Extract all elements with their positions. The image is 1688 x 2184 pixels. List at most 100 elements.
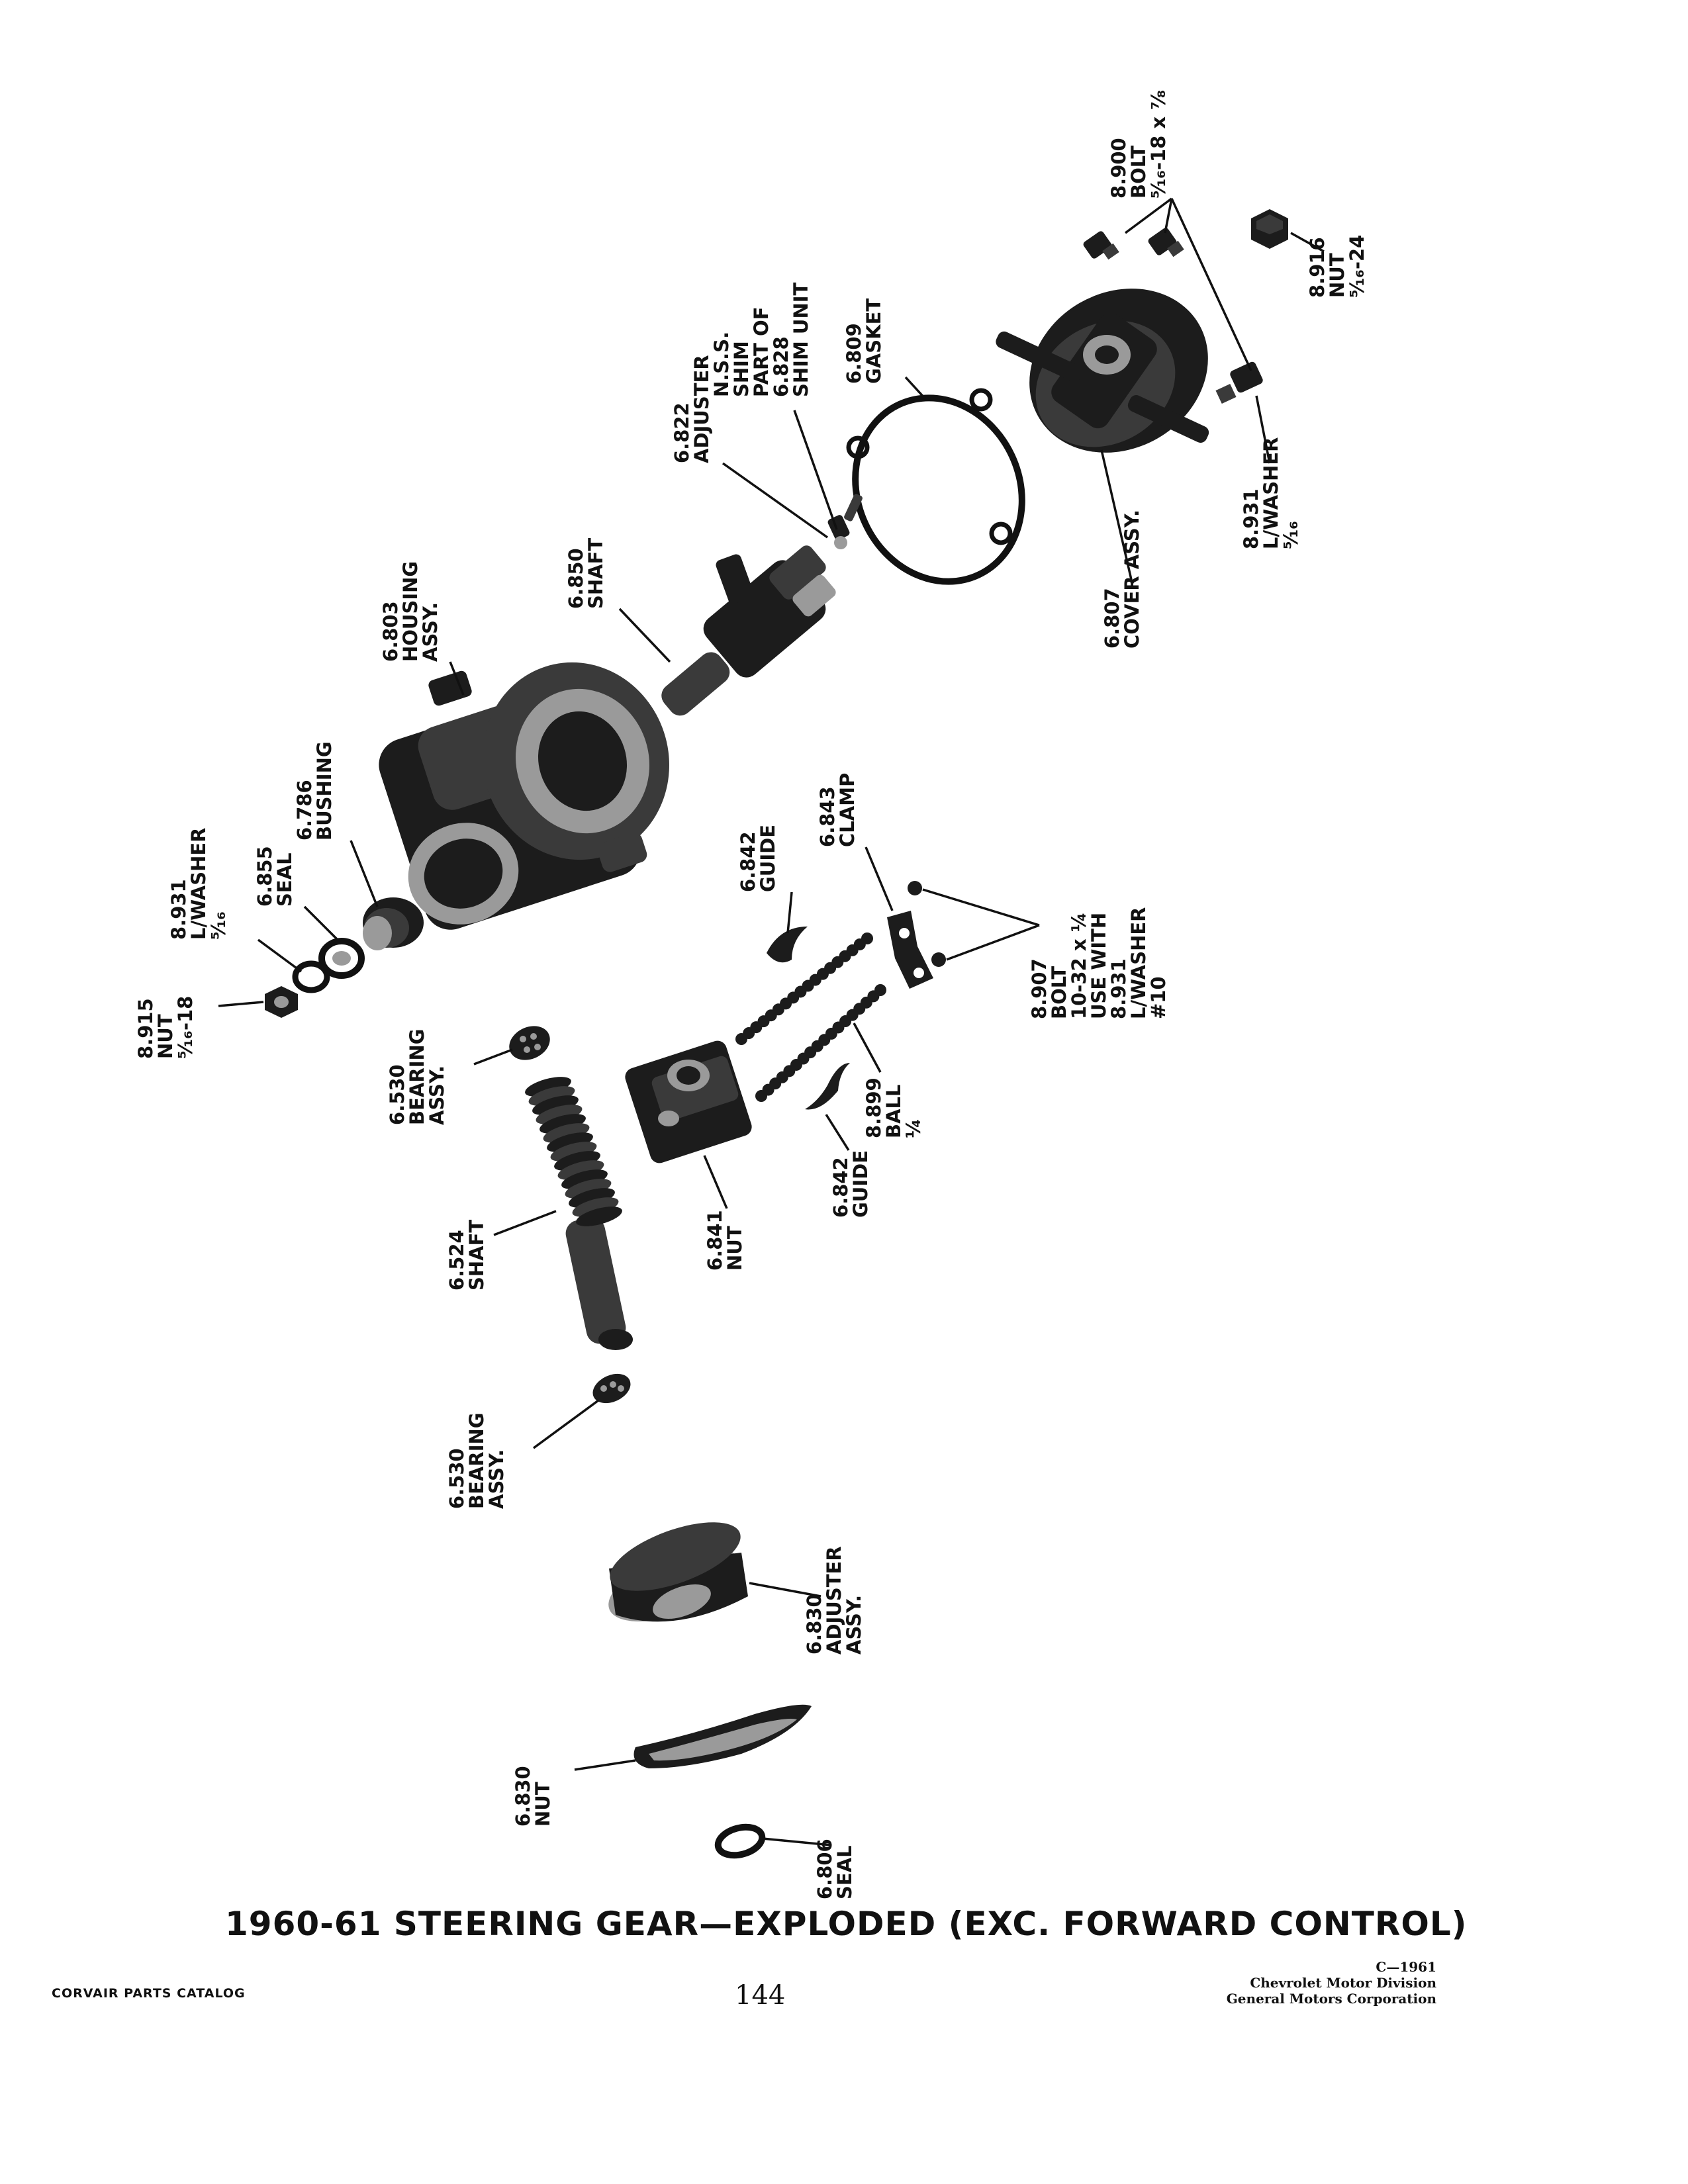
callout-line: ⁵⁄₁₆-18 x ⁷⁄₈	[1147, 90, 1170, 199]
callout-line: 6.530	[386, 1064, 408, 1125]
callout-line: 8.907	[1028, 958, 1051, 1019]
callout-ball-8-899: 8.899BALL¼	[863, 1077, 925, 1138]
callout-shaft-6-850: 6.850SHAFT	[565, 538, 607, 609]
callout-line: GASKET	[863, 298, 885, 384]
callout-line: ADJUSTER	[823, 1546, 845, 1655]
callout-line: #10	[1147, 976, 1170, 1019]
callout-line: 8.931	[1107, 958, 1130, 1019]
callout-line: SHAFT	[465, 1220, 488, 1291]
callout-line: SHIM UNIT	[790, 282, 812, 397]
callout-line: 6.806	[814, 1839, 836, 1899]
callout-line: 6.803	[379, 601, 402, 662]
callout-line: BOLT	[1048, 966, 1070, 1019]
callout-nut-8-915: 8.915NUT⁵⁄₁₆-18	[134, 996, 197, 1059]
callout-cover-6-807: 6.807COVER ASSY.	[1101, 510, 1143, 649]
adjuster-6822-part	[827, 494, 863, 549]
guide-6842-top-part	[767, 927, 808, 963]
callout-line: ⁵⁄₁₆-24	[1346, 235, 1368, 298]
callout-nut-6-830: 6.830NUT	[512, 1766, 554, 1827]
callout-line: 8.915	[134, 998, 157, 1059]
callout-line: SHIM	[730, 341, 753, 397]
callout-line: SHAFT	[585, 538, 607, 609]
callout-gasket-6-809: 6.809GASKET	[843, 298, 885, 384]
bearing-6530-bottom-part	[592, 1373, 631, 1404]
callout-line: N.S.S.	[710, 332, 733, 397]
cover-6807-part	[996, 289, 1209, 453]
callout-line: USE WITH	[1088, 913, 1110, 1019]
ball-bearing	[874, 984, 886, 996]
page-number: 144	[735, 1980, 786, 2011]
callout-line: HOUSING	[399, 561, 422, 662]
callout-line: 8.916	[1306, 237, 1329, 298]
worm-groove	[554, 1151, 600, 1171]
callout-line: 8.900	[1107, 138, 1130, 199]
callout-line: 6.830	[803, 1594, 825, 1655]
callout-line: PART OF	[750, 307, 773, 397]
callouts: 8.900BOLT⁵⁄₁₆-18 x ⁷⁄₈8.916NUT⁵⁄₁₆-246.8…	[134, 90, 1368, 1899]
callout-bolt-8-907: 8.907BOLT10-32 x ¼USE WITH8.931L/WASHER#…	[1028, 907, 1170, 1020]
callout-line: ¼	[902, 1118, 925, 1138]
seal-6806-part	[714, 1823, 766, 1859]
balls-8899-part	[735, 933, 886, 1102]
worm-groove	[550, 1142, 597, 1161]
worm-groove	[547, 1132, 593, 1152]
callout-nut-8-916: 8.916NUT⁵⁄₁₆-24	[1306, 235, 1368, 298]
callout-line: GUIDE	[757, 825, 779, 892]
callout-line: 6.842	[829, 1157, 852, 1218]
callout-line: NUT	[724, 1226, 746, 1271]
callout-seal-6-806: 6.806SEAL	[814, 1839, 856, 1899]
callout-line: 6.828	[770, 336, 792, 397]
callout-line: 6.850	[565, 548, 587, 609]
worm-groove	[532, 1095, 579, 1115]
copyright-year: C—1961	[1376, 1959, 1436, 1975]
callout-line: ASSY.	[419, 602, 442, 662]
callout-line: ASSY.	[426, 1066, 448, 1125]
exploded-diagram: 8.900BOLT⁵⁄₁₆-18 x ⁷⁄₈8.916NUT⁵⁄₁₆-246.8…	[134, 90, 1368, 1899]
callout-line: 6.855	[254, 846, 276, 907]
callout-bearing-6-530-top: 6.530BEARINGASSY.	[386, 1028, 448, 1125]
shaft-6524-part	[525, 1077, 633, 1350]
worm-groove	[557, 1160, 604, 1180]
housing-6803-part	[379, 662, 669, 930]
callout-line: 6.524	[445, 1230, 468, 1291]
division-name: Chevrolet Motor Division	[1250, 1975, 1436, 1991]
bushing-6786-part	[363, 897, 424, 950]
callout-line: ASSY.	[843, 1595, 865, 1655]
callout-adjuster-6-822: 6.822ADJUSTER	[671, 355, 713, 463]
callout-line: GUIDE	[849, 1150, 872, 1218]
callout-guide-6-842-bottom: 6.842GUIDE	[829, 1150, 872, 1218]
worm-groove	[528, 1086, 575, 1106]
worm-groove	[536, 1105, 583, 1124]
callout-seal-6-855: 6.855SEAL	[254, 846, 296, 907]
shaft-6850-part	[661, 545, 836, 716]
callout-line: ⁵⁄₁₆	[1280, 521, 1302, 549]
nut-8915-part	[265, 986, 298, 1018]
callout-housing-6-803: 6.803HOUSINGASSY.	[379, 561, 442, 662]
callout-line: 6.807	[1101, 588, 1123, 649]
callout-line: BOLT	[1127, 146, 1150, 199]
callout-line: 6.830	[512, 1766, 534, 1827]
callout-clamp-6-843: 6.843CLAMP	[816, 773, 859, 847]
callout-line: NUT	[1326, 253, 1348, 298]
callout-line: NUT	[154, 1014, 177, 1059]
seal-6855-part	[318, 938, 365, 979]
callout-line: BEARING	[406, 1028, 428, 1125]
callout-adjuster-6-830: 6.830ADJUSTERASSY.	[803, 1546, 865, 1655]
worm-groove	[569, 1188, 615, 1208]
corporation-name: General Motors Corporation	[1226, 1991, 1436, 2007]
callout-lwasher-8-931-left: 8.931L/WASHER⁵⁄₁₆	[167, 828, 230, 940]
callout-shaft-6-524: 6.524SHAFT	[445, 1220, 488, 1291]
nut-6841-part	[625, 1040, 752, 1163]
guide-6842-bottom-part	[805, 1063, 850, 1110]
callout-line: 6.842	[737, 831, 759, 892]
callout-line: BEARING	[465, 1412, 488, 1509]
bearing-6530-top-part	[509, 1026, 550, 1060]
callout-nut-6-841: 6.841NUT	[704, 1210, 746, 1271]
callout-line: 6.841	[704, 1210, 726, 1271]
lwasher-8931-top-part	[1215, 361, 1263, 404]
callout-line: 8.931	[1240, 488, 1262, 549]
worm-shaft-end	[598, 1329, 633, 1350]
clamp-6843-part	[887, 911, 933, 989]
callout-line: L/WASHER	[187, 828, 210, 940]
callout-line: BALL	[882, 1084, 905, 1138]
